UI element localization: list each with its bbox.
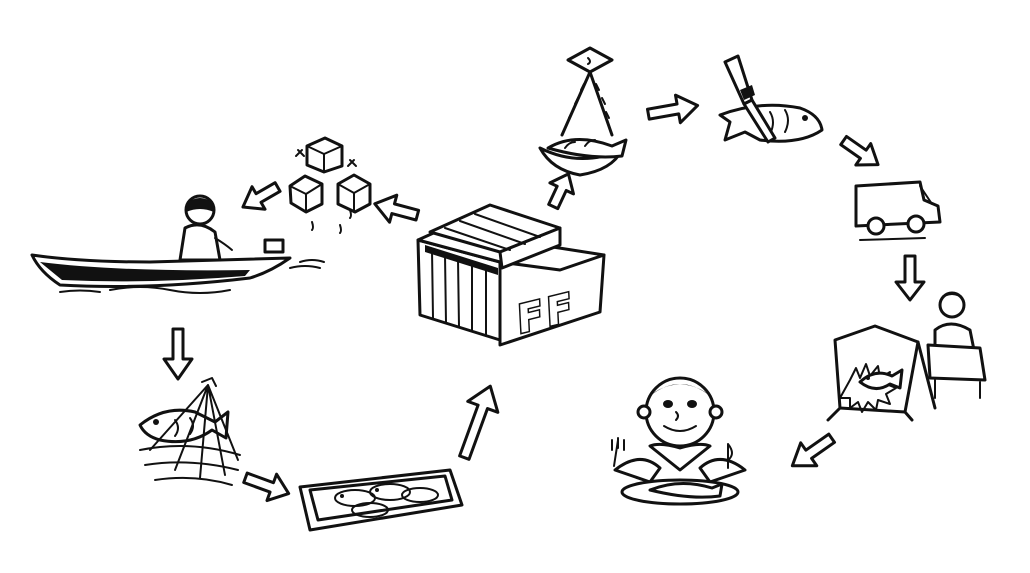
arrow-van-to-stall <box>894 254 926 302</box>
ice-cubes-icon <box>288 136 372 234</box>
diner-icon <box>611 376 747 506</box>
arrow-boat-to-net <box>162 327 194 381</box>
arrow-warehouse-to-ice <box>373 193 421 224</box>
arrow-knife-to-van <box>839 134 880 167</box>
arrow-warehouse-to-scale <box>547 172 575 211</box>
delivery-van-icon <box>854 180 942 241</box>
arrow-scale-to-knife <box>645 93 700 125</box>
fish-tray-icon <box>298 468 464 532</box>
fishing-boat-icon <box>30 194 325 294</box>
arrow-tray-to-warehouse <box>458 384 500 461</box>
hanging-scale-icon <box>538 46 628 177</box>
fish-net-icon <box>138 377 241 486</box>
flow-arrows <box>162 93 926 503</box>
arrow-net-to-tray <box>242 471 291 503</box>
warehouse-icon: FF <box>416 203 606 347</box>
fish-knife-icon <box>718 54 824 144</box>
market-stall-icon <box>826 291 987 422</box>
arrow-ice-to-boat <box>241 181 282 211</box>
arrow-stall-to-diner <box>790 432 837 468</box>
